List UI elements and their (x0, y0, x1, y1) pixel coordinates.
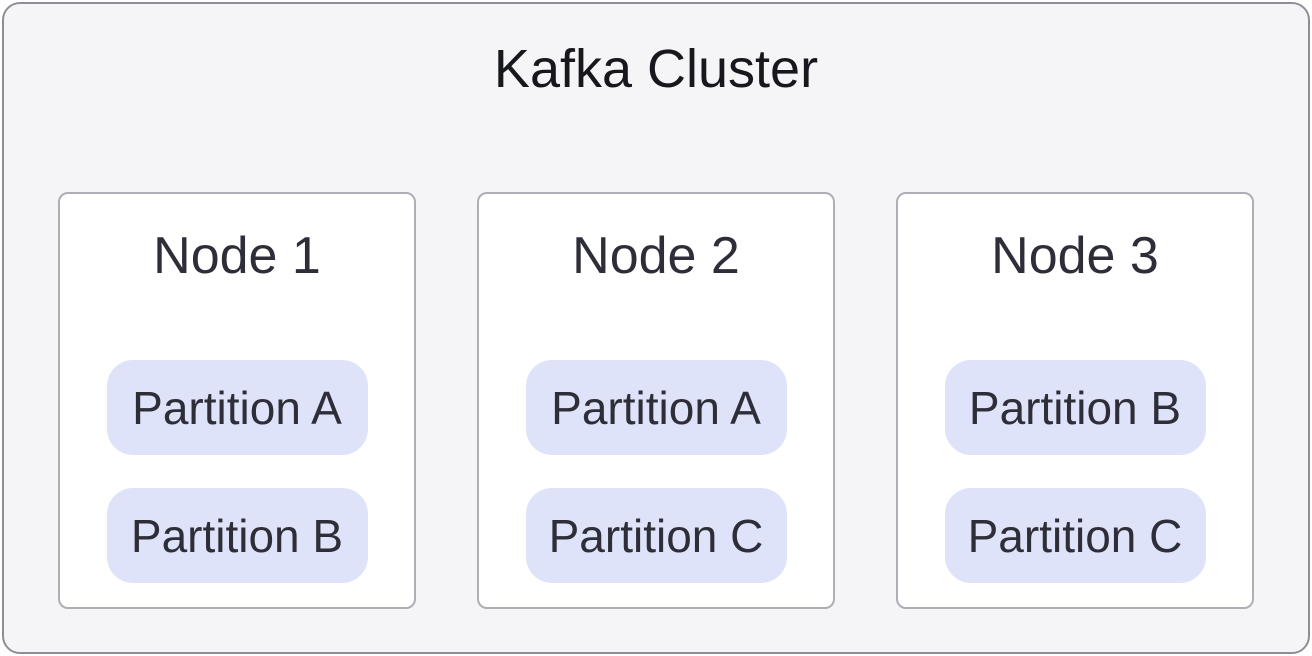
node-title: Node 1 (153, 227, 321, 285)
partition-pill: Partition A (106, 360, 368, 455)
partition-pill: Partition C (944, 488, 1206, 583)
node-title: Node 3 (991, 227, 1159, 285)
partition-pill: Partition C (525, 488, 787, 583)
partition-list: Partition B Partition C (944, 360, 1206, 583)
partition-pill: Partition B (944, 360, 1206, 455)
node-card: Node 2 Partition A Partition C (477, 192, 835, 609)
node-title: Node 2 (572, 227, 740, 285)
partition-pill: Partition A (525, 360, 787, 455)
cluster-title: Kafka Cluster (493, 39, 819, 99)
nodes-row: Node 1 Partition A Partition B Node 2 Par… (4, 192, 1308, 609)
partition-pill: Partition B (106, 488, 368, 583)
node-card: Node 3 Partition B Partition C (896, 192, 1254, 609)
node-card: Node 1 Partition A Partition B (58, 192, 416, 609)
partition-list: Partition A Partition C (525, 360, 787, 583)
partition-list: Partition A Partition B (106, 360, 368, 583)
